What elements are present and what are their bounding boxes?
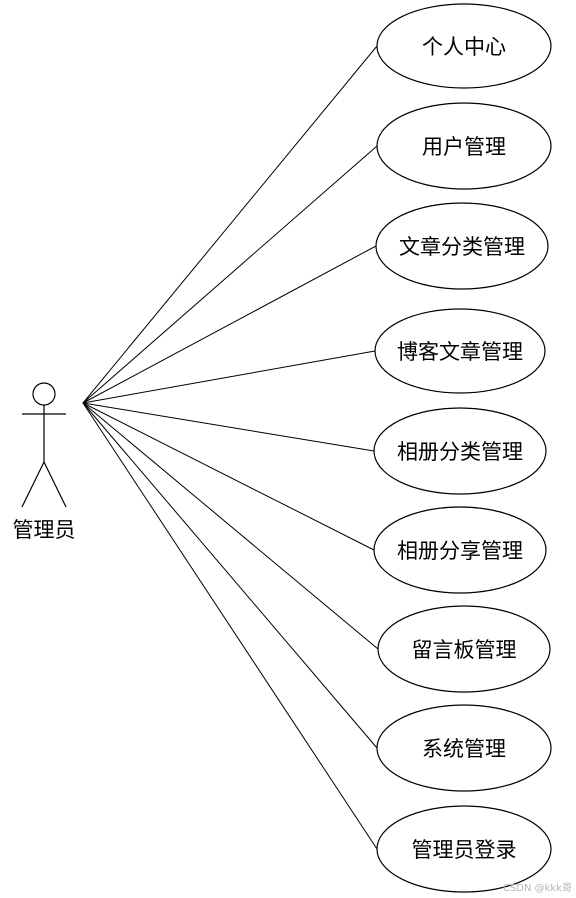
use-case-label: 相册分享管理	[397, 539, 523, 563]
use-case-personal-center: 个人中心	[376, 3, 552, 89]
use-case-user-management: 用户管理	[376, 102, 552, 190]
use-case-ellipse	[377, 605, 551, 693]
use-case-label: 管理员登录	[412, 838, 517, 862]
association-line-blog-article-management	[82, 350, 376, 404]
association-line-system-management	[82, 402, 378, 749]
use-case-blog-article-management: 博客文章管理	[374, 308, 546, 394]
use-case-ellipse	[373, 506, 547, 594]
use-case-system-management: 系统管理	[376, 704, 552, 792]
use-case-album-category-management: 相册分类管理	[373, 407, 547, 495]
use-case-ellipse	[376, 704, 552, 792]
use-case-ellipse	[375, 202, 549, 290]
association-line-message-board-management	[82, 402, 379, 650]
use-case-label: 相册分类管理	[397, 440, 523, 464]
actor-right-leg	[43, 461, 67, 508]
use-case-article-category-management: 文章分类管理	[375, 202, 549, 290]
association-line-admin-login	[82, 402, 378, 850]
use-case-ellipse	[376, 3, 552, 89]
association-line-article-category-management	[82, 245, 377, 404]
actor-left-leg	[21, 461, 45, 508]
association-lines	[82, 45, 379, 850]
use-case-list: 个人中心用户管理文章分类管理博客文章管理相册分类管理相册分享管理留言板管理系统管…	[373, 3, 552, 893]
use-case-label: 博客文章管理	[397, 340, 523, 364]
actor-administrator: 管理员	[13, 382, 76, 542]
use-case-label: 个人中心	[422, 35, 506, 59]
actor-label: 管理员	[13, 518, 76, 542]
association-line-personal-center	[82, 45, 378, 404]
use-case-ellipse	[376, 102, 552, 190]
watermark: CSDN @kkk哥	[503, 882, 572, 894]
use-case-ellipse	[373, 407, 547, 495]
association-line-album-share-management	[82, 402, 375, 551]
use-case-label: 文章分类管理	[399, 235, 525, 259]
use-case-ellipse	[374, 308, 546, 394]
use-case-label: 系统管理	[422, 737, 506, 761]
use-case-ellipse	[376, 805, 552, 893]
use-case-message-board-management: 留言板管理	[377, 605, 551, 693]
use-case-label: 留言板管理	[412, 638, 517, 662]
use-case-album-share-management: 相册分享管理	[373, 506, 547, 594]
association-line-album-category-management	[82, 402, 375, 452]
actor-head	[32, 382, 56, 406]
association-line-user-management	[82, 145, 378, 404]
use-case-admin-login: 管理员登录	[376, 805, 552, 893]
use-case-label: 用户管理	[422, 135, 506, 159]
